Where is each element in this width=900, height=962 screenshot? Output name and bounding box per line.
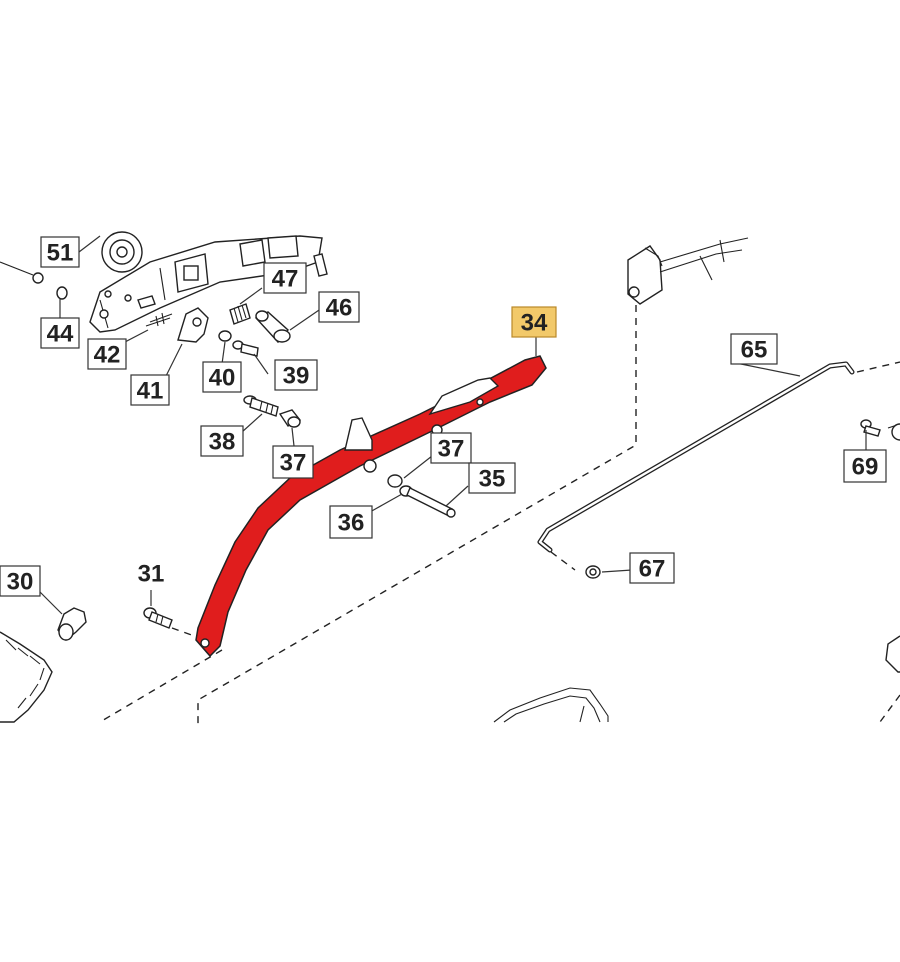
spring-part-47	[229, 303, 251, 325]
bolt-part-31	[143, 607, 173, 629]
rod-part-65	[537, 361, 855, 553]
callout-37-right: 37	[430, 432, 472, 464]
callout-label: 67	[639, 556, 666, 583]
callout-label: 47	[272, 266, 299, 293]
callout-42: 42	[87, 338, 127, 370]
sleeve-part-46	[254, 310, 291, 344]
upper-right-bracket	[627, 237, 749, 305]
chain-part	[0, 631, 53, 723]
callout-34: 34	[511, 306, 557, 338]
callout-label: 65	[741, 337, 768, 364]
callout-label: 34	[521, 310, 548, 337]
callout-65: 65	[730, 333, 778, 365]
callout-51: 51	[40, 236, 80, 268]
callout-41: 41	[130, 374, 170, 406]
callout-label: 37	[438, 436, 465, 463]
callout-label: 42	[94, 342, 121, 369]
pin-part	[313, 253, 328, 277]
handle-outline	[493, 687, 609, 723]
washer-part-40	[218, 330, 232, 342]
leader-lines	[39, 235, 867, 615]
callout-37-left: 37	[272, 445, 314, 479]
callout-31: 31	[138, 561, 165, 588]
callout-label: 38	[209, 429, 236, 456]
long-bolt-part-35	[406, 487, 456, 518]
callout-36: 36	[329, 505, 373, 539]
nut-part-67	[585, 565, 601, 579]
nut-part-44	[0, 261, 68, 300]
assembly-guide-lines	[99, 305, 900, 725]
callout-44: 44	[40, 317, 80, 349]
callout-39: 39	[274, 359, 318, 391]
callout-67: 67	[629, 552, 675, 584]
callout-label: 31	[138, 561, 165, 588]
callout-46: 46	[318, 291, 360, 323]
callout-38: 38	[200, 425, 244, 457]
washer-part-37-right	[387, 474, 403, 488]
spring-clip-part-42	[145, 312, 173, 327]
clip-part-30	[57, 607, 87, 641]
callout-69: 69	[843, 449, 887, 483]
bolt-part-69	[860, 419, 900, 441]
callout-30: 30	[0, 565, 41, 597]
callout-label: 46	[326, 295, 353, 322]
callout-label: 35	[479, 466, 506, 493]
callout-label: 51	[47, 240, 74, 267]
callout-label: 40	[209, 365, 236, 392]
gear-wheel	[101, 231, 143, 273]
callout-label: 69	[852, 454, 879, 481]
callout-40: 40	[202, 361, 242, 393]
callout-label: 41	[137, 378, 164, 405]
callout-47: 47	[263, 262, 307, 294]
callout-label: 39	[283, 363, 310, 390]
callout-35: 35	[468, 462, 516, 494]
bushing-part-37-left	[278, 409, 302, 428]
screw-part-39	[232, 340, 259, 357]
frame-bar-part-34	[195, 355, 547, 658]
callout-label: 30	[7, 569, 34, 596]
callout-label: 44	[47, 321, 74, 348]
callout-label: 36	[338, 510, 365, 537]
lever-plate-part-41	[177, 307, 209, 343]
callout-label: 37	[280, 450, 307, 477]
right-edge-part	[885, 635, 900, 673]
bolt-part-38	[243, 395, 279, 417]
